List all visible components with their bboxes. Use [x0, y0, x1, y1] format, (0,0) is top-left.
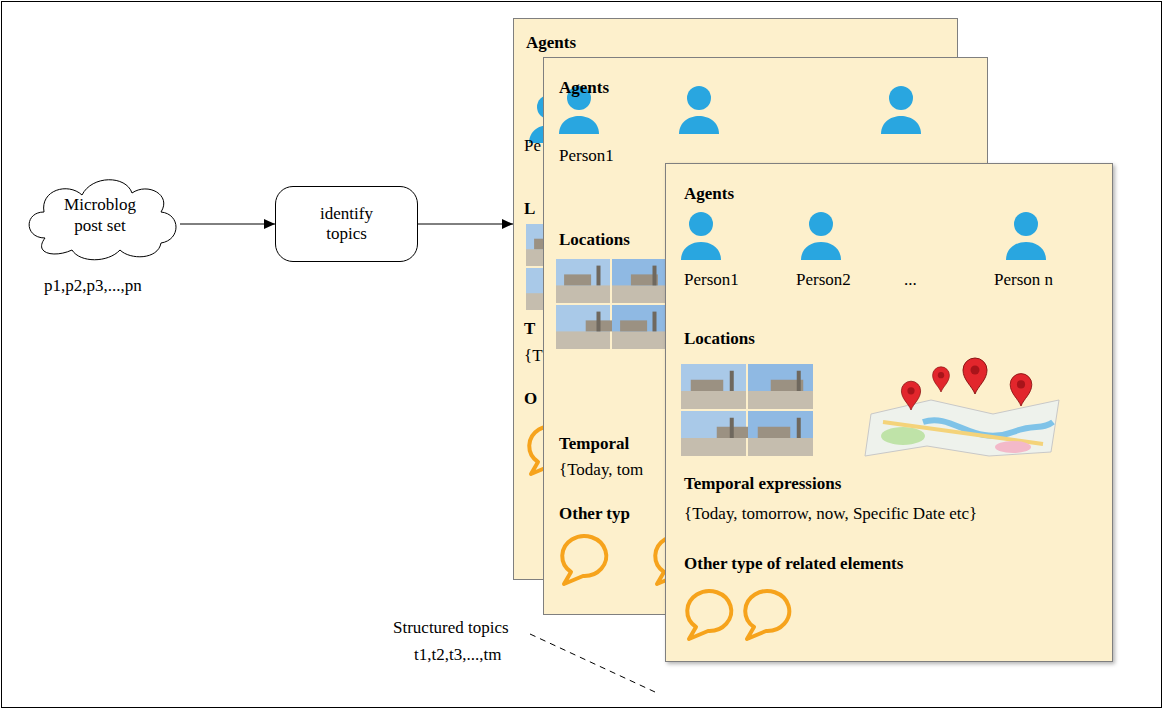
- section-heading: Locations: [684, 329, 755, 349]
- photo-collage: [556, 259, 666, 349]
- person-icon: [1006, 212, 1046, 260]
- person-icon: [679, 86, 719, 134]
- section-heading: Agents: [559, 78, 609, 98]
- section-heading: Temporal: [559, 434, 629, 454]
- section-heading: Agents: [526, 33, 576, 53]
- section-heading: Other type of related elements: [684, 554, 903, 574]
- person-icon: [881, 86, 921, 134]
- node-label: Microblog post set: [50, 195, 150, 236]
- section-heading: L: [524, 199, 535, 219]
- topic-list: t1,t2,t3,...,tm: [414, 645, 501, 665]
- item-label: {Today, tomorrow, now, Specific Date etc…: [684, 504, 977, 524]
- map-illustration: [865, 358, 1059, 456]
- speech-bubble: [745, 591, 789, 639]
- item-label: {T: [524, 346, 543, 366]
- post-list: p1,p2,p3,...,pn: [44, 276, 142, 296]
- section-heading: Other typ: [559, 504, 630, 524]
- section-heading: Locations: [559, 230, 630, 250]
- topic-card: AgentsPerson1 Person2... Person n Locations…: [665, 163, 1113, 662]
- photo-collage: [681, 364, 813, 456]
- person-icon: [681, 212, 721, 260]
- person-icon: [801, 212, 841, 260]
- section-heading: Temporal expressions: [684, 474, 841, 494]
- flow-arrow: [180, 224, 275, 225]
- item-label: ...: [904, 270, 917, 290]
- section-heading: Agents: [684, 184, 734, 204]
- item-label: Pe: [524, 136, 541, 156]
- item-label: Person n: [994, 270, 1053, 290]
- node-label: identify topics: [302, 204, 392, 245]
- speech-bubble: [562, 536, 606, 584]
- section-heading: T: [524, 319, 535, 339]
- caption-label: Structured topics: [393, 618, 509, 638]
- item-label: Person1: [684, 270, 739, 290]
- leader-line: [530, 634, 655, 692]
- speech-bubble: [687, 591, 731, 639]
- item-label: Person2: [796, 270, 851, 290]
- section-heading: O: [524, 389, 537, 409]
- item-label: {Today, tom: [559, 460, 643, 480]
- card-illustration: [666, 164, 1114, 663]
- cloud-shape: Microblog post set: [20, 168, 180, 263]
- item-label: Person1: [559, 146, 614, 166]
- process-box: identify topics: [275, 186, 418, 262]
- flow-arrow: [418, 224, 513, 225]
